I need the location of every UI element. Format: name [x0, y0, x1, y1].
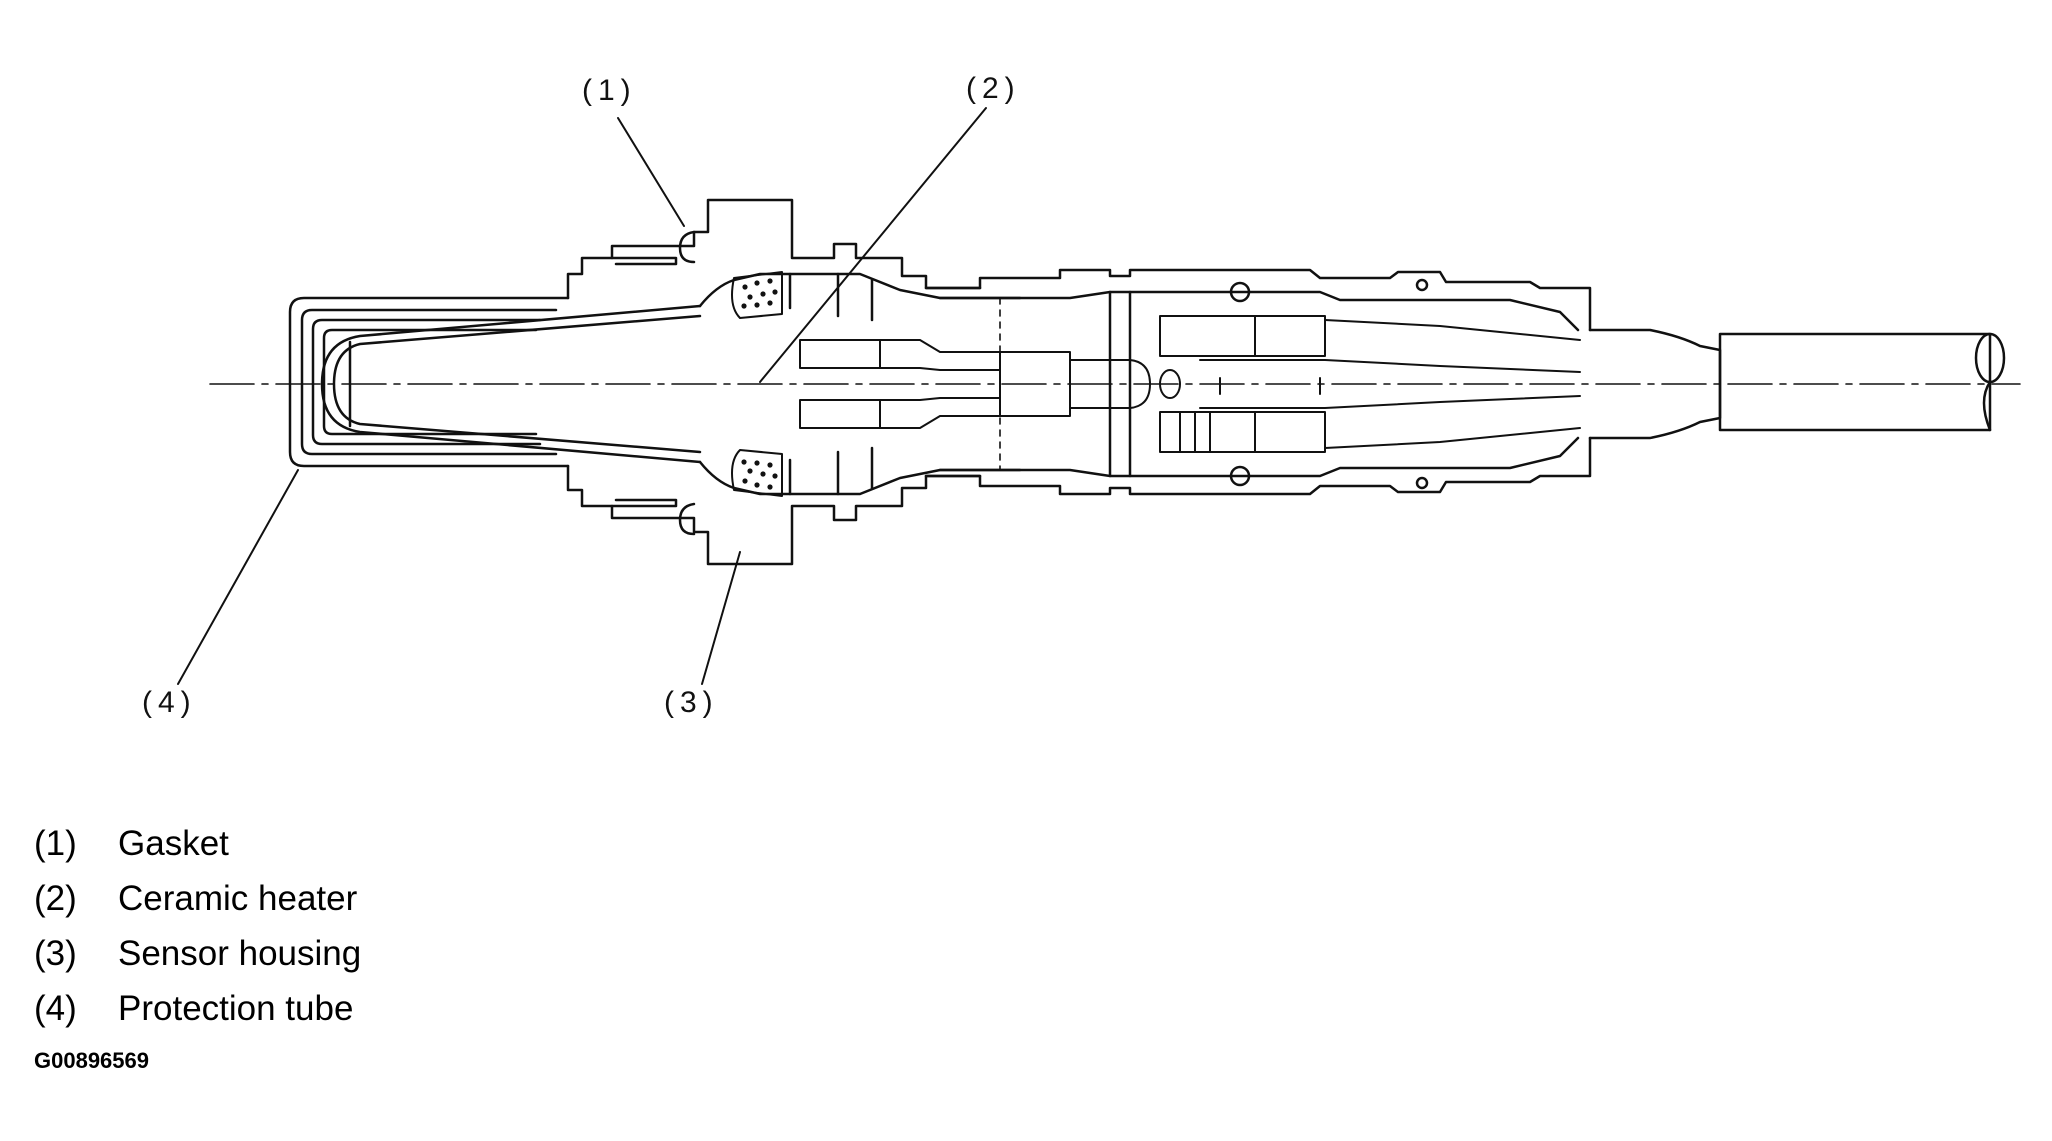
legend-label: Protection tube [118, 988, 354, 1028]
gasket [680, 232, 694, 534]
legend-item-ceramic-heater: (2) Ceramic heater [34, 871, 361, 926]
powder-seal [732, 272, 782, 496]
callout-4: (4) [142, 686, 197, 719]
oxygen-sensor-diagram: (1) (2) (3) (4) [142, 72, 2052, 719]
legend-item-protection-tube: (4) Protection tube [34, 981, 361, 1036]
legend-label: Gasket [118, 823, 229, 863]
callout-3: (3) [664, 686, 719, 719]
internal-terminals [800, 316, 1580, 452]
legend-number: (3) [34, 933, 77, 973]
legend-label: Ceramic heater [118, 878, 358, 918]
legend-item-gasket: (1) Gasket [34, 816, 361, 871]
leader-lines [178, 108, 986, 684]
legend: (1) Gasket (2) Ceramic heater (3) Sensor… [34, 816, 361, 1036]
callout-2: (2) [966, 72, 1021, 105]
callout-1: (1) [582, 74, 637, 107]
protection-tube [290, 298, 568, 466]
outer-shell [926, 270, 1590, 494]
figure-id: G00896569 [34, 1048, 149, 1073]
legend-number: (4) [34, 988, 77, 1028]
legend-label: Sensor housing [118, 933, 362, 973]
sensor-housing [568, 200, 1020, 564]
legend-number: (2) [34, 878, 77, 918]
legend-item-sensor-housing: (3) Sensor housing [34, 926, 361, 981]
cable [1590, 330, 2004, 438]
legend-number: (1) [34, 823, 77, 863]
ceramic-heater [322, 306, 1010, 462]
